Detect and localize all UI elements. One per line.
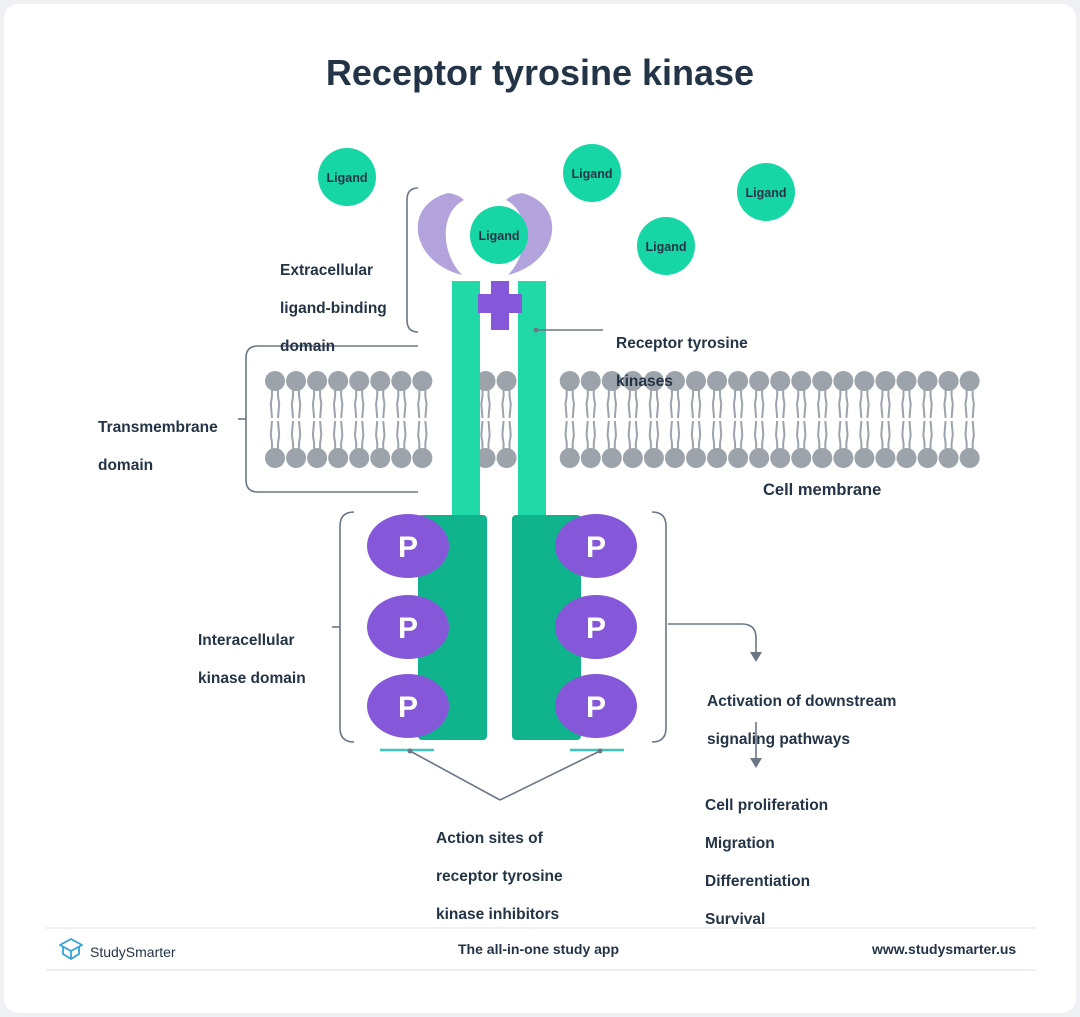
phospholipid [412, 371, 433, 468]
studysmarter-logo-icon [58, 937, 84, 966]
extracellular-domain-label: Extracellular ligand-binding domain [280, 262, 387, 355]
intracellular-bracket-left [339, 511, 355, 743]
phosphate-group: P [555, 674, 637, 738]
phospholipid [833, 371, 854, 468]
phospholipid [812, 371, 833, 468]
phosphate-group: P [367, 514, 449, 578]
phospholipid [749, 371, 770, 468]
phosphate-label: P [398, 691, 418, 724]
phospholipid [559, 371, 580, 468]
phospholipid [496, 371, 517, 468]
phospholipid [959, 371, 980, 468]
footer-brand[interactable]: StudySmarter [58, 937, 176, 966]
extracellular-bracket [406, 187, 419, 333]
phosphate-group: P [367, 674, 449, 738]
cellular-outcomes-label: Cell proliferation Migration Differentia… [705, 797, 829, 928]
cell-membrane-label: Cell membrane [763, 481, 882, 499]
phospholipid [938, 371, 959, 468]
pointer-lines [409, 329, 757, 801]
phospholipid [686, 371, 706, 468]
intracellular-bracket-right [651, 511, 667, 743]
phospholipid [854, 371, 875, 468]
phosphate-group: P [555, 595, 637, 659]
ligand: Ligand [737, 163, 795, 221]
receptor-tyrosine-kinases-label: Receptor tyrosine kinases [616, 335, 748, 390]
phospholipid [580, 371, 601, 468]
phospholipid [622, 371, 643, 468]
kinase-domain-right [512, 515, 581, 740]
ligand: Ligand [318, 148, 376, 206]
footer-divider-bottom [46, 969, 1036, 971]
activation-arrow-line [668, 623, 757, 652]
inhibitor-pointer-left [409, 750, 501, 801]
cell-membrane-bilayer [265, 371, 980, 468]
ligand-label: Ligand [646, 240, 687, 254]
footer-url[interactable]: www.studysmarter.us [872, 941, 1017, 957]
inhibitor-pointer-right [499, 750, 601, 801]
outcome-arrow-head [750, 758, 762, 768]
domain-brackets [238, 187, 667, 743]
phospholipid [791, 371, 812, 468]
receptor-stalk-left [452, 281, 480, 521]
transmembrane-domain-label: Transmembrane domain [98, 419, 218, 474]
ligand-label: Ligand [746, 186, 787, 200]
ligand: Ligand [563, 144, 621, 202]
action-sites-label: Action sites of receptor tyrosine kinase… [436, 830, 563, 923]
phospholipid [475, 371, 496, 468]
phospholipid [728, 371, 749, 468]
phospholipid [265, 371, 285, 468]
receptor-pointer-dot [533, 327, 539, 333]
footer-divider-top [46, 927, 1036, 929]
receptor-stalk-right [518, 281, 546, 521]
ligand-label: Ligand [327, 171, 368, 185]
phospholipid [349, 371, 370, 468]
phosphate-label: P [398, 531, 418, 564]
ligand: Ligand [637, 217, 695, 275]
ligand-label: Ligand [572, 167, 613, 181]
phospholipid [896, 371, 917, 468]
dimerization-cross [478, 281, 522, 330]
footer-tagline: The all-in-one study app [458, 941, 620, 957]
phospholipid [664, 371, 685, 468]
activation-arrow-head [750, 652, 762, 662]
phospholipid [286, 371, 307, 468]
intracellular-kinase-domain-label: Interacellular kinase domain [198, 632, 306, 687]
bound-ligand: Ligand [470, 206, 528, 264]
phosphate-label: P [586, 531, 606, 564]
phospholipid [601, 371, 622, 468]
phospholipid [875, 371, 896, 468]
phospholipid [770, 371, 791, 468]
phospholipid [707, 371, 728, 468]
phospholipid [370, 371, 391, 468]
phosphate-label: P [586, 691, 606, 724]
phospholipid [391, 371, 412, 468]
phosphate-group: P [555, 514, 637, 578]
activation-label: Activation of downstream signaling pathw… [707, 693, 897, 748]
phosphate-label: P [398, 612, 418, 645]
phosphate-group: P [367, 595, 449, 659]
diagram-title: Receptor tyrosine kinase [325, 52, 755, 93]
phospholipid [643, 371, 664, 468]
phosphate-label: P [586, 612, 606, 645]
phospholipid [917, 371, 938, 468]
phospholipid [328, 371, 349, 468]
ligand-label: Ligand [479, 229, 520, 243]
phosphate-groups: P P P P P P [367, 514, 637, 738]
binding-domain-left [417, 193, 464, 275]
binding-domain-right [506, 193, 553, 275]
phospholipid [307, 371, 328, 468]
brand-name: StudySmarter [90, 943, 176, 960]
